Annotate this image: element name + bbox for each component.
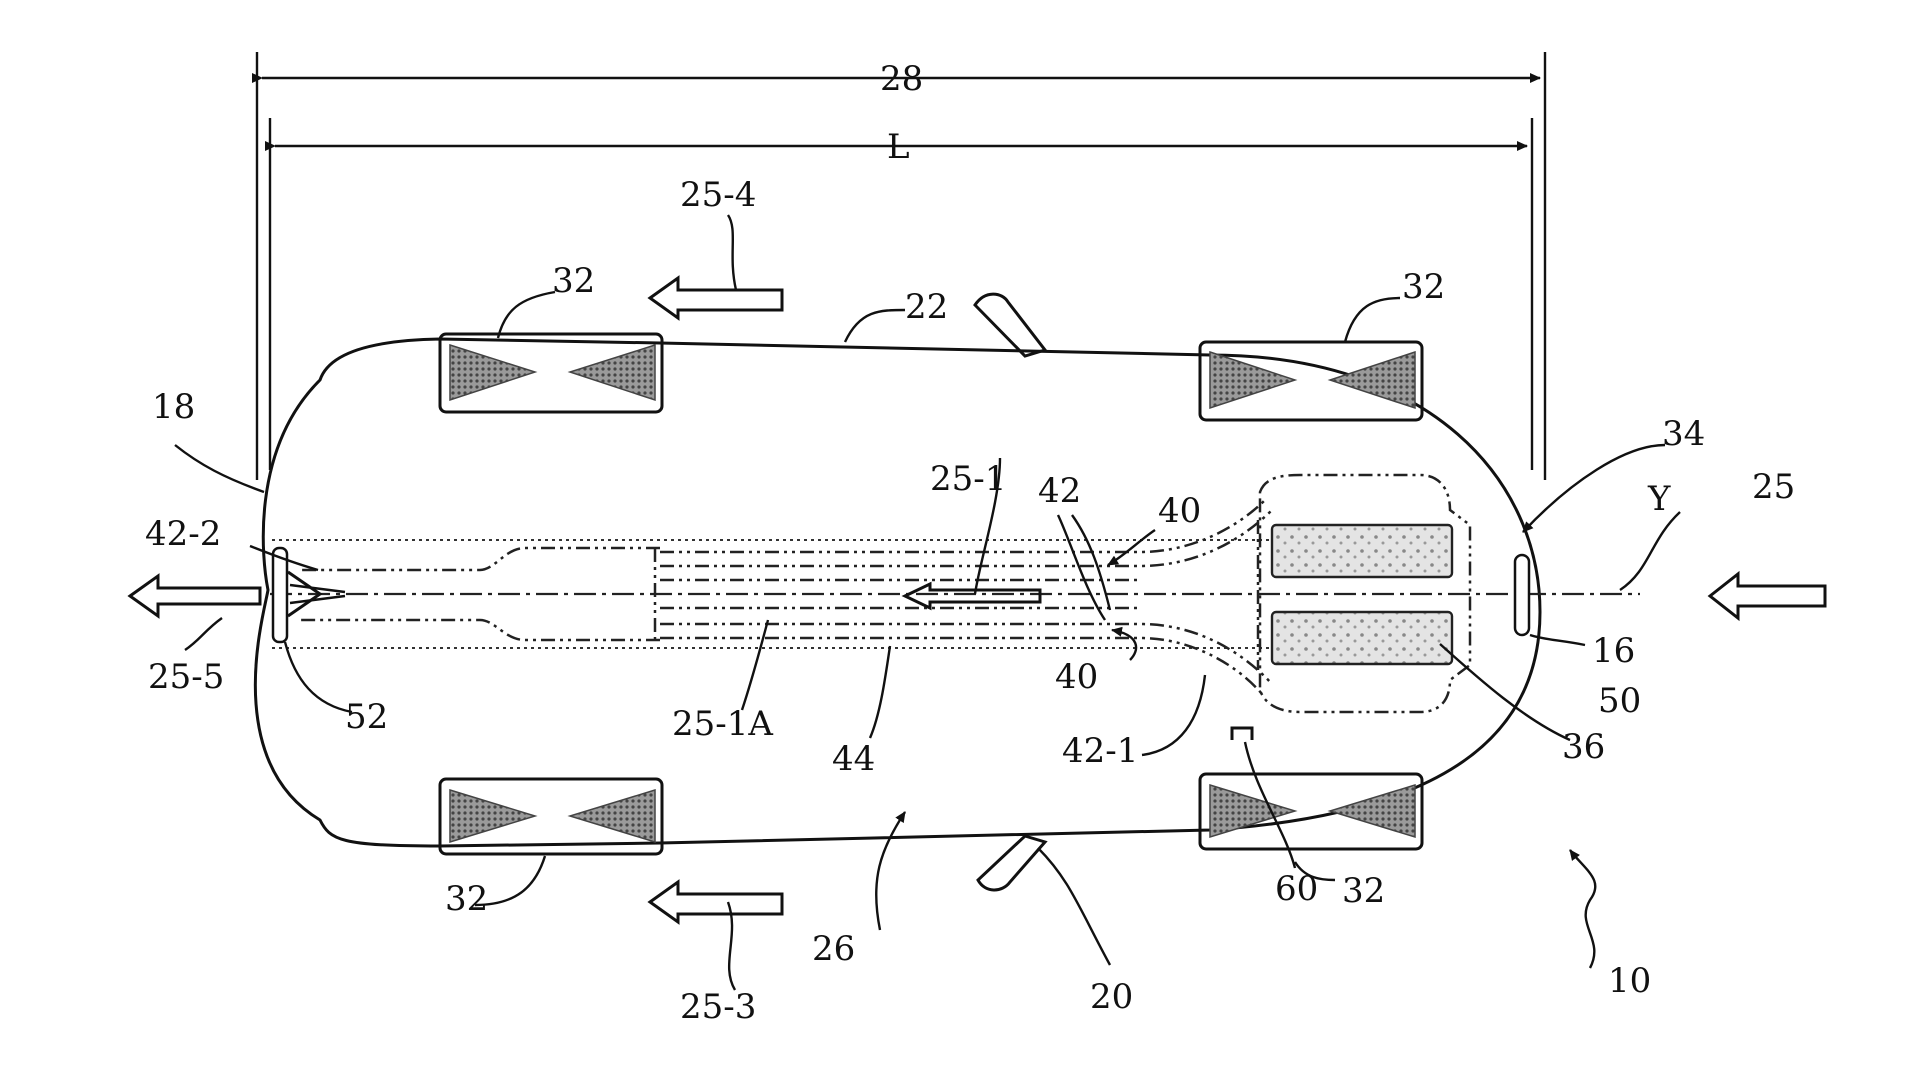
label-32-front-left: 32 bbox=[552, 261, 595, 301]
label-26: 26 bbox=[812, 929, 855, 969]
dimension-l bbox=[265, 118, 1534, 470]
label-50: 50 bbox=[1598, 681, 1641, 721]
label-52: 52 bbox=[345, 697, 388, 737]
dimension-28 bbox=[252, 52, 1547, 480]
label-42-1: 42-1 bbox=[1062, 731, 1138, 771]
label-32-rear-left: 32 bbox=[1402, 267, 1445, 307]
label-25-4: 25-4 bbox=[680, 175, 756, 215]
channel-44 bbox=[272, 539, 1300, 649]
mirror-bottom bbox=[976, 834, 1048, 892]
label-20: 20 bbox=[1090, 977, 1133, 1017]
sensor-60 bbox=[1230, 726, 1254, 740]
filter-bottom bbox=[1270, 610, 1454, 666]
label-16: 16 bbox=[1592, 631, 1635, 671]
wheel-front-right bbox=[438, 777, 664, 856]
label-40-bottom: 40 bbox=[1055, 657, 1098, 697]
label-y: Y bbox=[1647, 479, 1671, 519]
label-42-2: 42-2 bbox=[145, 514, 221, 554]
label-34: 34 bbox=[1662, 414, 1705, 454]
wheel-front-left bbox=[438, 332, 664, 414]
label-60: 60 bbox=[1275, 869, 1318, 909]
filter-top bbox=[1270, 523, 1454, 579]
label-32-front-right: 32 bbox=[445, 879, 488, 919]
duct-taper bbox=[300, 546, 660, 642]
label-18: 18 bbox=[152, 387, 195, 427]
label-28: 28 bbox=[880, 59, 923, 99]
label-36: 36 bbox=[1562, 727, 1605, 767]
label-44: 44 bbox=[832, 739, 875, 779]
label-25-1a: 25-1A bbox=[672, 704, 773, 744]
label-l: L bbox=[887, 127, 910, 167]
arrow-flow-25-4 bbox=[647, 275, 784, 321]
vehicle-body-outline bbox=[253, 337, 1542, 848]
label-25: 25 bbox=[1752, 467, 1795, 507]
label-25-5: 25-5 bbox=[148, 657, 224, 697]
leader-lines bbox=[174, 214, 1681, 991]
arrow-flow-25-3 bbox=[647, 879, 784, 925]
label-22: 22 bbox=[905, 287, 948, 327]
label-42: 42 bbox=[1038, 471, 1081, 511]
label-32-rear-right: 32 bbox=[1342, 871, 1385, 911]
arrow-flow-25-1 bbox=[901, 581, 1042, 611]
outlet-nozzle-52 bbox=[271, 546, 346, 644]
label-25-1: 25-1 bbox=[930, 459, 1006, 499]
module-34 bbox=[1256, 473, 1472, 714]
label-10: 10 bbox=[1608, 961, 1651, 1001]
mirror-top bbox=[973, 292, 1048, 358]
inlet-grille-50 bbox=[1513, 553, 1531, 637]
label-40-top: 40 bbox=[1158, 491, 1201, 531]
arrow-flow-25-5 bbox=[127, 573, 262, 619]
duct-42 bbox=[660, 499, 1273, 695]
arrow-flow-25 bbox=[1707, 570, 1827, 622]
wheel-rear-right bbox=[1198, 772, 1424, 851]
wheel-rear-left bbox=[1198, 340, 1424, 422]
reference-labels: 28 L 25-4 32 22 32 34 18 25-1 42 40 Y 25… bbox=[145, 59, 1795, 1027]
label-25-3: 25-3 bbox=[680, 987, 756, 1027]
